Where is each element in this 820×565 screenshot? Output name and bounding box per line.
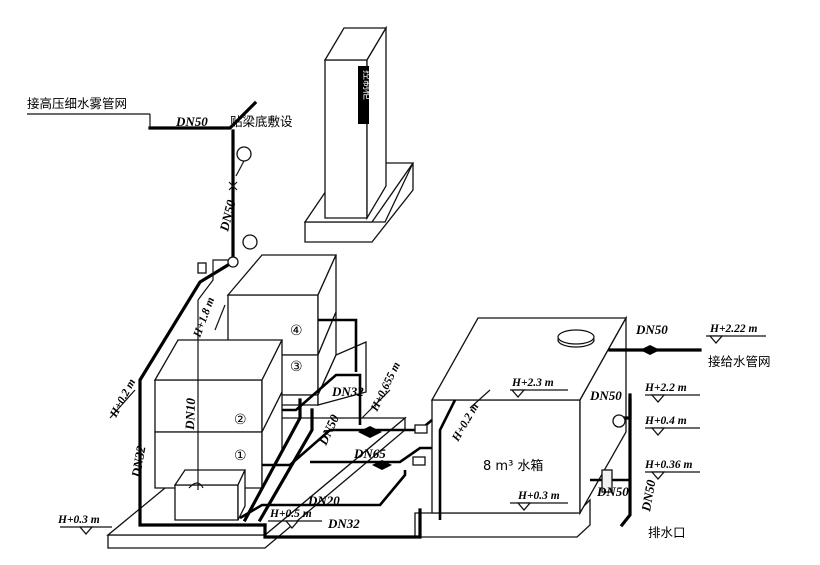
label-tank-outlet-dn50: DN50: [589, 388, 622, 403]
label-right-h222: H+2.22 m: [709, 323, 757, 335]
unit-label-4: ④: [290, 323, 303, 339]
label-top-dn50: DN50: [175, 114, 208, 129]
pipe-left-riser: [138, 259, 267, 527]
label-tank-h23: H+2.3 m: [511, 377, 554, 389]
pipe-top-main: [148, 100, 258, 130]
valve-supply-icon: [640, 345, 660, 355]
label-pump-dn32: DN32: [331, 384, 364, 399]
label-dn10: DN10: [182, 397, 198, 431]
label-right-h036: H+0.36 m: [644, 459, 692, 471]
pipe-unit-4-out: [318, 318, 358, 372]
label-right-h04: H+0.4 m: [644, 415, 687, 427]
pipe-tank-inner-left: [438, 399, 457, 520]
cabinet-text: 控制柜: [361, 70, 374, 100]
valve-upper-line-icon: [358, 426, 382, 438]
label-drain-dn50-b: DN50: [638, 478, 659, 513]
control-cabinet: 控制柜: [303, 25, 415, 243]
label-dn65: DN65: [353, 446, 386, 461]
label-left-dn32: DN32: [128, 444, 149, 479]
unit-label-2: ②: [234, 412, 247, 428]
valve-riser-icon: [227, 256, 239, 268]
level-gauge-icon: [612, 414, 626, 428]
label-tank-h03: H+0.3 m: [517, 490, 560, 502]
label-supply-network: 接给水管网: [708, 354, 771, 369]
pipe-bottom-dn32: [263, 508, 422, 539]
pressure-gauge-top-icon: [236, 146, 252, 162]
unit-label-3: ③: [290, 359, 303, 375]
label-tank: 8 m³ 水箱: [483, 458, 543, 474]
pipe-pump-diag-2: [257, 408, 314, 523]
label-base-h05: H+0.5 m: [269, 508, 312, 520]
valves-and-fittings: [188, 146, 660, 493]
valve-top-icon: [228, 181, 238, 191]
label-bottom-dn32: DN32: [327, 516, 360, 531]
label-riser-dn50: DN50: [216, 198, 239, 234]
label-right-h22: H+2.2 m: [644, 382, 687, 394]
label-left-h18: H+1.8 m: [191, 296, 217, 340]
label-under-beam: 贴梁底敷设: [230, 114, 293, 129]
pressure-gauge-mid-icon: [242, 234, 258, 250]
label-h0655: H+0.655 m: [368, 360, 403, 414]
small-equipment-box: [173, 469, 247, 521]
elevation-marks: [60, 304, 766, 535]
pipe-drain-dn50: [619, 393, 632, 528]
unit-label-1: ①: [234, 448, 247, 464]
drain-valve-icon: [601, 469, 613, 493]
pipe-bottom-dn20: [239, 470, 407, 520]
label-drain-dn50-a: DN50: [596, 484, 629, 499]
label-high-pressure-mist: 接高压细水雾管网: [27, 96, 127, 111]
check-valve-icon: [414, 424, 428, 434]
pipe-unit-2-out: [282, 373, 362, 425]
water-tank: [430, 315, 628, 516]
label-bottom-dn20: DN20: [307, 493, 340, 508]
label-left-h02: H+0.2 m: [108, 377, 139, 420]
label-supply-dn50: DN50: [635, 322, 668, 337]
pipe-suction-dn65: [310, 446, 432, 464]
cabinet-nameplate: [358, 66, 369, 124]
valve-suction-icon: [372, 460, 392, 470]
label-drain-outlet: 排水口: [648, 525, 686, 540]
label-floor-h03: H+0.3 m: [57, 514, 100, 526]
